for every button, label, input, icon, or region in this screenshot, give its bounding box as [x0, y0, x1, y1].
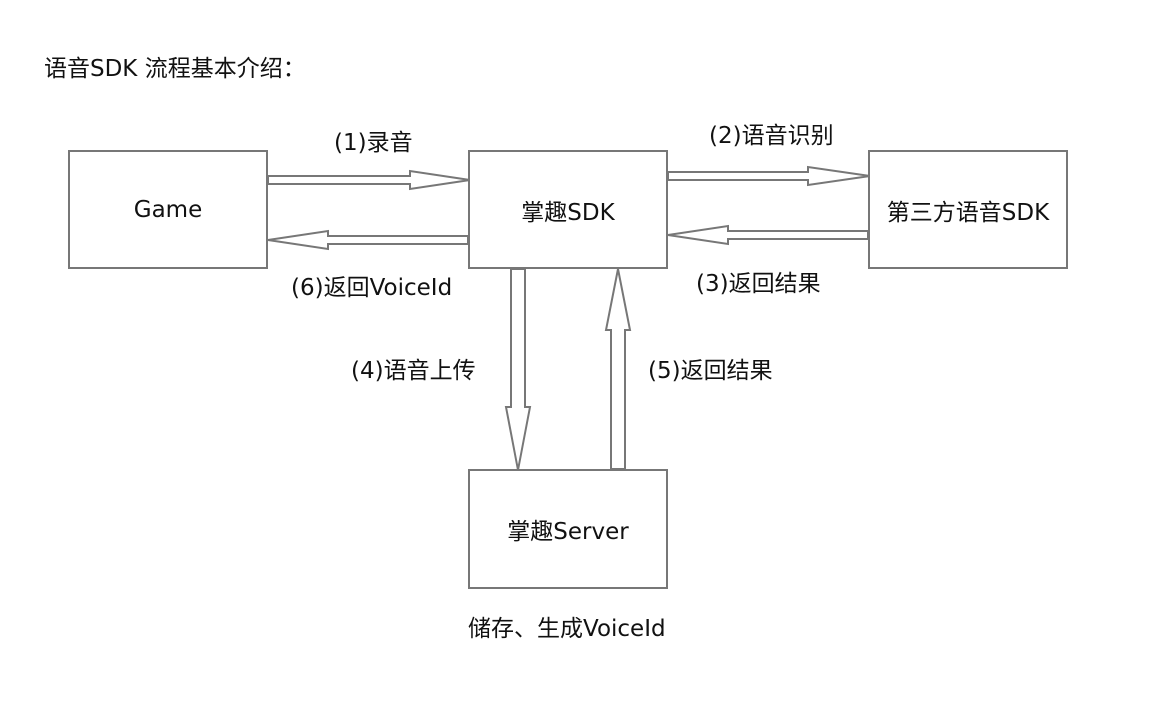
arrow-recognize [667, 165, 871, 187]
node-sdk: 掌趣SDK [468, 150, 668, 269]
edge-label-return-result-third: (3)返回结果 [696, 271, 821, 297]
edge-label-recognize: (2)语音识别 [709, 123, 834, 149]
arrow-return-result-third [667, 224, 869, 246]
edge-label-return-result-server: (5)返回结果 [648, 358, 773, 384]
edge-label-upload: (4)语音上传 [351, 358, 476, 384]
node-sdk-label: 掌趣SDK [521, 199, 615, 226]
node-third-party-label: 第三方语音SDK [886, 199, 1050, 226]
server-note: 储存、生成VoiceId [468, 616, 666, 642]
edge-label-record: (1)录音 [334, 130, 413, 156]
arrow-return-voiceid [267, 229, 469, 251]
node-server: 掌趣Server [468, 469, 668, 589]
node-game-label: Game [133, 196, 203, 223]
arrow-record [267, 169, 471, 191]
arrow-upload [504, 268, 532, 471]
node-third-party-sdk: 第三方语音SDK [868, 150, 1068, 269]
edge-label-return-voiceid: (6)返回VoiceId [291, 275, 453, 301]
node-server-label: 掌趣Server [507, 519, 629, 545]
node-game: Game [68, 150, 268, 269]
arrow-return-result-server [604, 268, 632, 470]
page-title: 语音SDK 流程基本介绍： [44, 56, 306, 82]
